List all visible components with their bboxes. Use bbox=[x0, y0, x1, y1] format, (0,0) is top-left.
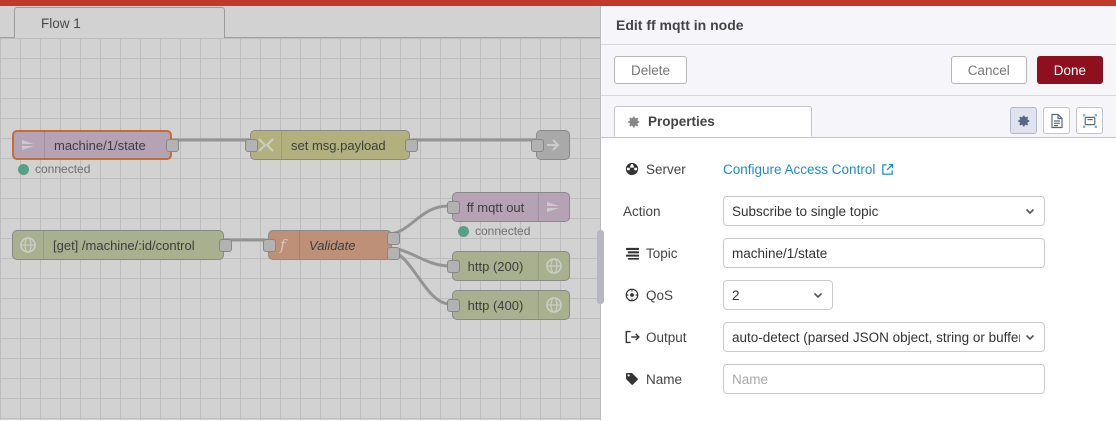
server-label-text: Server bbox=[646, 161, 686, 177]
flow-tab-flow-1[interactable]: Flow 1 bbox=[14, 7, 225, 38]
node-properties-form: Server Configure Access Control bbox=[601, 138, 1116, 421]
panel-title: Edit ff mqtt in node bbox=[601, 6, 1116, 45]
gear-icon bbox=[627, 115, 641, 129]
node-mqtt-out-status-label: connected bbox=[475, 224, 531, 238]
node-http-in-output-port[interactable] bbox=[219, 239, 232, 252]
topic-input[interactable] bbox=[723, 238, 1045, 268]
flow-tab-bar: Flow 1 bbox=[0, 6, 600, 38]
mqtt-icon bbox=[14, 131, 45, 159]
node-http-in[interactable]: [get] /machine/:id/control bbox=[12, 230, 224, 260]
action-label-text: Action bbox=[623, 203, 661, 219]
node-http-response-400-label: http (400) bbox=[467, 297, 524, 313]
node-link-out-input-port[interactable] bbox=[531, 139, 544, 152]
status-dot-icon bbox=[458, 225, 469, 237]
tag-icon bbox=[623, 372, 641, 386]
node-function-output-port-2[interactable] bbox=[387, 247, 400, 260]
output-icon bbox=[623, 330, 641, 344]
flow-tab-label: Flow 1 bbox=[41, 15, 81, 31]
output-label: Output bbox=[623, 330, 723, 345]
node-http-response-200[interactable]: http (200) bbox=[452, 251, 570, 281]
output-label-text: Output bbox=[646, 329, 687, 345]
field-row-topic: Topic bbox=[601, 232, 1116, 274]
node-http-response-200-label: http (200) bbox=[467, 258, 524, 274]
status-dot-icon bbox=[18, 163, 29, 175]
node-mqtt-in-output-port[interactable] bbox=[166, 139, 179, 152]
link-out-icon bbox=[538, 131, 568, 159]
field-row-output: Output auto-detect (parsed JSON object, … bbox=[601, 316, 1116, 358]
node-function-output-port-1[interactable] bbox=[387, 232, 400, 245]
tab-properties[interactable]: Properties bbox=[614, 106, 812, 137]
tab-properties-label: Properties bbox=[648, 114, 715, 129]
flow-canvas-grid[interactable] bbox=[0, 38, 600, 420]
output-select-wrapper: auto-detect (parsed JSON object, string … bbox=[723, 322, 1045, 352]
configure-access-control-link-text: Configure Access Control bbox=[723, 161, 876, 177]
node-change-label: set msg.payload bbox=[291, 137, 386, 153]
globe-icon bbox=[538, 252, 569, 280]
field-row-qos: QoS 2 bbox=[601, 274, 1116, 316]
qos-label-text: QoS bbox=[646, 287, 674, 303]
name-input[interactable] bbox=[723, 364, 1045, 394]
flow-workspace[interactable]: Flow 1 machine/1/state connected bbox=[0, 6, 600, 420]
node-mqtt-out[interactable]: ff mqtt out bbox=[452, 192, 570, 222]
svg-text:f: f bbox=[279, 236, 288, 254]
done-button[interactable]: Done bbox=[1036, 56, 1103, 84]
qos-select[interactable]: 2 bbox=[723, 280, 833, 310]
globe-icon bbox=[538, 291, 569, 319]
panel-icon-button-group bbox=[1004, 107, 1103, 134]
globe-icon bbox=[623, 162, 641, 176]
description-icon-button[interactable] bbox=[1043, 107, 1070, 134]
function-icon: f bbox=[269, 231, 300, 259]
qos-icon bbox=[623, 288, 641, 302]
field-row-action: Action Subscribe to single topic bbox=[601, 190, 1116, 232]
node-mqtt-out-input-port[interactable] bbox=[447, 201, 460, 214]
name-label-text: Name bbox=[646, 371, 683, 387]
node-mqtt-in-status-label: connected bbox=[35, 162, 91, 176]
properties-icon-button[interactable] bbox=[1010, 107, 1037, 134]
top-accent-bar bbox=[0, 0, 1116, 6]
cancel-button[interactable]: Cancel bbox=[950, 56, 1027, 84]
delete-button[interactable]: Delete bbox=[614, 56, 688, 84]
wire-function-mqttout bbox=[387, 204, 449, 236]
node-mqtt-out-label: ff mqtt out bbox=[466, 199, 525, 215]
configure-access-control-link[interactable]: Configure Access Control bbox=[723, 162, 894, 177]
edit-node-panel: Edit ff mqtt in node Delete Cancel Done … bbox=[597, 6, 1116, 421]
globe-icon bbox=[13, 231, 44, 259]
field-row-server: Server Configure Access Control bbox=[601, 148, 1116, 190]
node-function-input-port[interactable] bbox=[263, 239, 276, 252]
name-label: Name bbox=[623, 372, 723, 387]
output-select[interactable]: auto-detect (parsed JSON object, string … bbox=[723, 322, 1045, 352]
server-label: Server bbox=[623, 162, 723, 177]
node-mqtt-out-status: connected bbox=[458, 224, 530, 238]
panel-tab-bar: Properties bbox=[601, 106, 1116, 138]
action-label: Action bbox=[623, 204, 723, 219]
qos-select-wrapper: 2 bbox=[723, 280, 833, 310]
list-icon bbox=[623, 247, 641, 260]
node-http-response-200-input-port[interactable] bbox=[447, 260, 460, 273]
node-mqtt-in[interactable]: machine/1/state bbox=[12, 130, 172, 160]
node-mqtt-in-label: machine/1/state bbox=[54, 137, 146, 153]
action-select[interactable]: Subscribe to single topic bbox=[723, 196, 1045, 226]
node-mqtt-in-status: connected bbox=[18, 162, 90, 176]
mqtt-icon bbox=[538, 193, 569, 221]
topic-label: Topic bbox=[623, 246, 723, 261]
external-link-icon bbox=[881, 163, 894, 176]
qos-label: QoS bbox=[623, 288, 723, 303]
node-change[interactable]: set msg.payload bbox=[250, 130, 410, 160]
panel-resize-handle[interactable] bbox=[597, 230, 604, 304]
node-http-in-label: [get] /machine/:id/control bbox=[53, 237, 195, 253]
node-function-label: Validate bbox=[309, 237, 356, 253]
change-icon bbox=[251, 131, 282, 159]
field-row-name: Name bbox=[601, 358, 1116, 400]
node-function[interactable]: f Validate bbox=[268, 230, 392, 260]
panel-button-row: Delete Cancel Done bbox=[601, 45, 1116, 96]
node-http-response-400-input-port[interactable] bbox=[447, 299, 460, 312]
action-select-wrapper: Subscribe to single topic bbox=[723, 196, 1045, 226]
appearance-icon-button[interactable] bbox=[1076, 107, 1103, 134]
topic-label-text: Topic bbox=[646, 245, 678, 261]
node-change-output-port[interactable] bbox=[405, 139, 418, 152]
node-http-response-400[interactable]: http (400) bbox=[452, 290, 570, 320]
node-change-input-port[interactable] bbox=[245, 139, 258, 152]
